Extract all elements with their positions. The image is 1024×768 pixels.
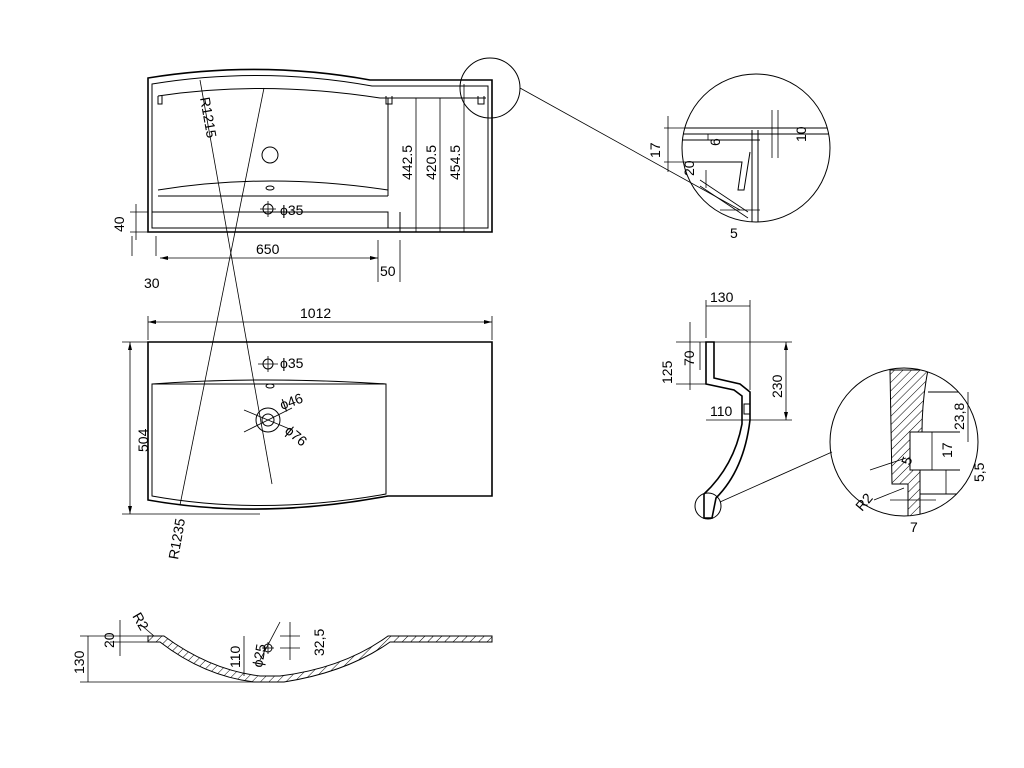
drain-inner-icon [261,413,275,427]
front-dim-130: 130 [71,650,87,674]
detail-side-23-8: 23,8 [951,403,967,430]
side-dim-130: 130 [710,289,734,305]
detail-side-5-5: 5,5 [971,462,987,482]
drain-outer-icon [255,407,281,433]
top-view: ϕ35 R1215 442.5 420.5 454.5 40 30 650 50 [111,57,741,485]
top-radius: R1215 [197,96,220,140]
detail-circle-side [694,492,722,520]
detail-circle-top [459,57,521,119]
detail-dim-10: 10 [793,126,809,142]
plan-tap-hole: ϕ35 [280,355,304,371]
tap-hole-icon [261,146,279,164]
plan-radius: R1235 [165,517,188,561]
plan-drain-inner: ϕ46 [278,390,306,413]
plan-outline [147,341,493,510]
dim-504: 504 [135,428,151,452]
detail-dim-5: 5 [730,225,738,241]
front-dim-110: 110 [227,645,243,668]
front-dia-25: ϕ25 [249,642,269,668]
detail-side-17: 17 [939,442,955,458]
dim-454-5: 454.5 [447,145,463,180]
dim-420-5: 420.5 [423,145,439,180]
dim-650: 650 [256,241,280,257]
detail-side-r2: R2 [852,490,876,514]
dim-30: 30 [144,275,160,291]
dim-50: 50 [380,263,396,279]
detail-dim-17: 17 [647,142,663,158]
detail-side-7: 7 [910,519,918,535]
dim-40: 40 [111,216,127,232]
front-r2: R2 [129,610,152,634]
dim-442-5: 442.5 [399,145,415,180]
side-section: 130 125 70 230 110 [659,289,833,520]
side-dim-230: 230 [769,374,785,398]
front-profile [147,635,493,683]
front-dim-32-5: 32,5 [311,629,327,656]
detail-top: 17 6 10 20 5 [647,73,831,241]
plan-drain-outer: ϕ76 [282,422,310,449]
detail-side: 23,8 17 5 5,5 R2 7 [829,367,987,535]
front-section: R2 130 20 110 ϕ25 32,5 [71,610,493,683]
side-dim-110: 110 [710,403,733,419]
plan-view: 1012 504 R1235 ϕ35 ϕ46 ϕ76 [122,87,493,561]
detail-dim-6: 6 [707,138,723,146]
top-dia-hole: ϕ35 [280,202,304,218]
side-dim-125: 125 [659,360,675,384]
detail-dim-20: 20 [681,160,697,176]
front-dim-20: 20 [101,632,117,648]
top-view-outline [147,68,493,233]
side-dim-70: 70 [681,350,697,366]
dim-1012: 1012 [300,305,331,321]
